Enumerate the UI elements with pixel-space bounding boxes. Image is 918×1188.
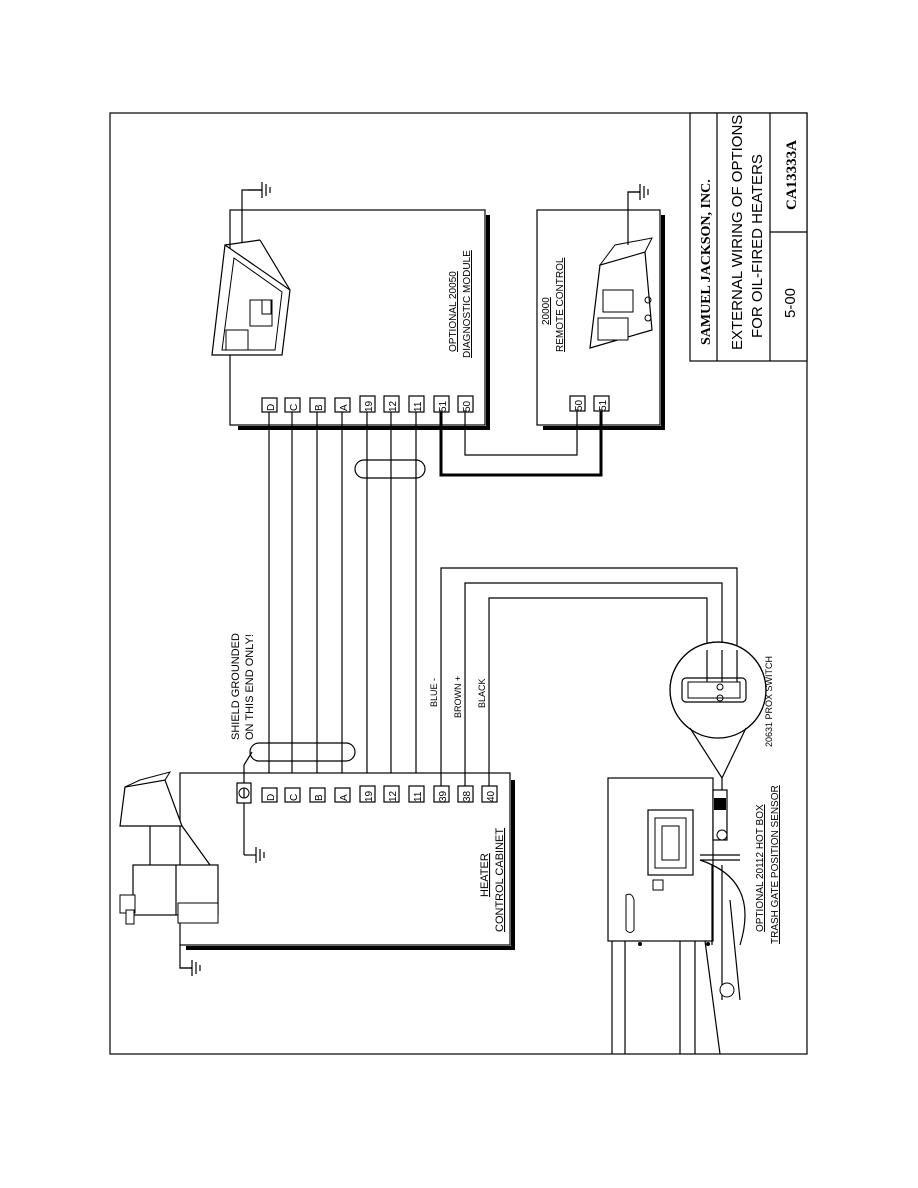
svg-text:40: 40 bbox=[486, 790, 497, 802]
remote-control: 20000 REMOTE CONTROL 50 51 bbox=[536, 184, 665, 430]
remote-terminal-51: 51 bbox=[593, 395, 610, 412]
diagnostic-terminal-51: 51 bbox=[433, 395, 450, 413]
drawing-border bbox=[109, 112, 808, 1055]
signal-wires bbox=[268, 412, 417, 788]
heater-terminal-38: 38 bbox=[457, 785, 474, 803]
cable-bundle-lower bbox=[249, 742, 356, 762]
svg-text:51: 51 bbox=[438, 400, 449, 412]
heater-terminal-40: 40 bbox=[481, 785, 498, 803]
remote-control-illustration bbox=[589, 191, 653, 349]
svg-text:38: 38 bbox=[462, 790, 473, 802]
diagnostic-label-line-2: DIAGNOSTIC MODULE bbox=[462, 250, 473, 358]
diagnostic-module-illustration bbox=[211, 189, 291, 356]
title-line-2: FOR OIL-FIRED HEATERS bbox=[749, 154, 766, 338]
shield-terminal bbox=[236, 751, 253, 835]
svg-text:12: 12 bbox=[388, 790, 399, 802]
hot-box-label-line-2: TRASH GATE POSITION SENSOR bbox=[770, 785, 781, 944]
heater-terminal-12: 12 bbox=[383, 785, 400, 803]
svg-text:39: 39 bbox=[438, 790, 449, 802]
hot-box-label-line-1: OPTIONAL 20112 HOT BOX bbox=[755, 804, 766, 932]
heater-illustration bbox=[119, 771, 219, 969]
heater-ground-icon bbox=[180, 960, 201, 976]
remote-label-line-1: 20000 bbox=[541, 297, 552, 325]
drawing-date: 5-00 bbox=[782, 288, 799, 318]
company-name: SAMUEL JACKSON, INC. bbox=[699, 179, 714, 345]
prox-switch-label: 20631 PROX SWITCH bbox=[764, 656, 774, 747]
heater-label-line-1: HEATER bbox=[479, 853, 491, 897]
diagnostic-module: OPTIONAL 20050 DIAGNOSTIC MODULE bbox=[211, 182, 490, 430]
wire-label-blue: BLUE - bbox=[429, 678, 439, 707]
heater-terminal-19: 19 bbox=[359, 785, 376, 803]
heater-terminal-11: 11 bbox=[408, 785, 425, 803]
svg-text:C: C bbox=[289, 794, 300, 801]
diagnostic-terminal-12: 12 bbox=[383, 395, 400, 413]
svg-text:A: A bbox=[339, 404, 350, 411]
diagnostic-ground-icon bbox=[248, 182, 271, 198]
title-line-1: EXTERNAL WIRING OF OPTIONS bbox=[729, 115, 746, 350]
svg-text:B: B bbox=[314, 794, 325, 801]
shield-note-line-1: SHIELD GROUNDED bbox=[230, 633, 242, 740]
svg-text:A: A bbox=[339, 794, 350, 801]
svg-text:12: 12 bbox=[388, 400, 399, 412]
heater-terminal-C: C bbox=[284, 787, 301, 803]
svg-text:19: 19 bbox=[364, 790, 375, 802]
drawing-number: CA13333A bbox=[784, 140, 800, 210]
svg-text:D: D bbox=[266, 794, 277, 801]
shield-ground-icon bbox=[243, 835, 265, 863]
diagnostic-terminal-50: 50 bbox=[457, 395, 474, 413]
wire-label-brown: BROWN + bbox=[453, 676, 463, 718]
svg-text:51: 51 bbox=[598, 399, 609, 411]
prox-switch-detail bbox=[669, 641, 767, 780]
diagnostic-terminals: D C B A 19 12 11 51 50 bbox=[261, 395, 474, 413]
svg-text:50: 50 bbox=[574, 399, 585, 411]
diagnostic-label-line-1: OPTIONAL 20050 bbox=[448, 271, 459, 352]
svg-text:19: 19 bbox=[364, 400, 375, 412]
remote-label-line-2: REMOTE CONTROL bbox=[555, 257, 566, 352]
wire-label-black: BLACK bbox=[477, 678, 487, 708]
diagnostic-terminal-D: D bbox=[261, 397, 278, 413]
title-block: SAMUEL JACKSON, INC. EXTERNAL WIRING OF … bbox=[689, 112, 808, 362]
remote-ground-icon bbox=[628, 184, 649, 200]
remote-terminal-50: 50 bbox=[569, 395, 586, 412]
svg-text:50: 50 bbox=[462, 400, 473, 412]
svg-text:D: D bbox=[266, 404, 277, 411]
heater-terminal-B: B bbox=[309, 787, 326, 803]
cable-bundle-upper bbox=[354, 459, 426, 479]
diagnostic-terminal-11: 11 bbox=[408, 395, 425, 413]
svg-text:C: C bbox=[289, 404, 300, 411]
heater-terminal-A: A bbox=[334, 787, 351, 803]
heater-control-cabinet: HEATER CONTROL CABINET bbox=[119, 751, 515, 976]
svg-text:11: 11 bbox=[413, 401, 424, 412]
heater-label-line-2: CONTROL CABINET bbox=[494, 828, 506, 932]
heater-terminal-39: 39 bbox=[433, 785, 450, 803]
diagnostic-terminal-B: B bbox=[309, 397, 326, 413]
shield-note-line-2: ON THIS END ONLY! bbox=[244, 634, 256, 740]
remote-link-wires bbox=[439, 411, 603, 477]
diagnostic-terminal-19: 19 bbox=[359, 395, 376, 413]
hot-box bbox=[607, 777, 746, 1055]
heater-terminal-D: D bbox=[261, 787, 278, 803]
svg-text:B: B bbox=[314, 404, 325, 411]
diagnostic-terminal-C: C bbox=[284, 397, 301, 413]
svg-text:11: 11 bbox=[413, 791, 424, 802]
diagnostic-terminal-A: A bbox=[334, 397, 351, 413]
